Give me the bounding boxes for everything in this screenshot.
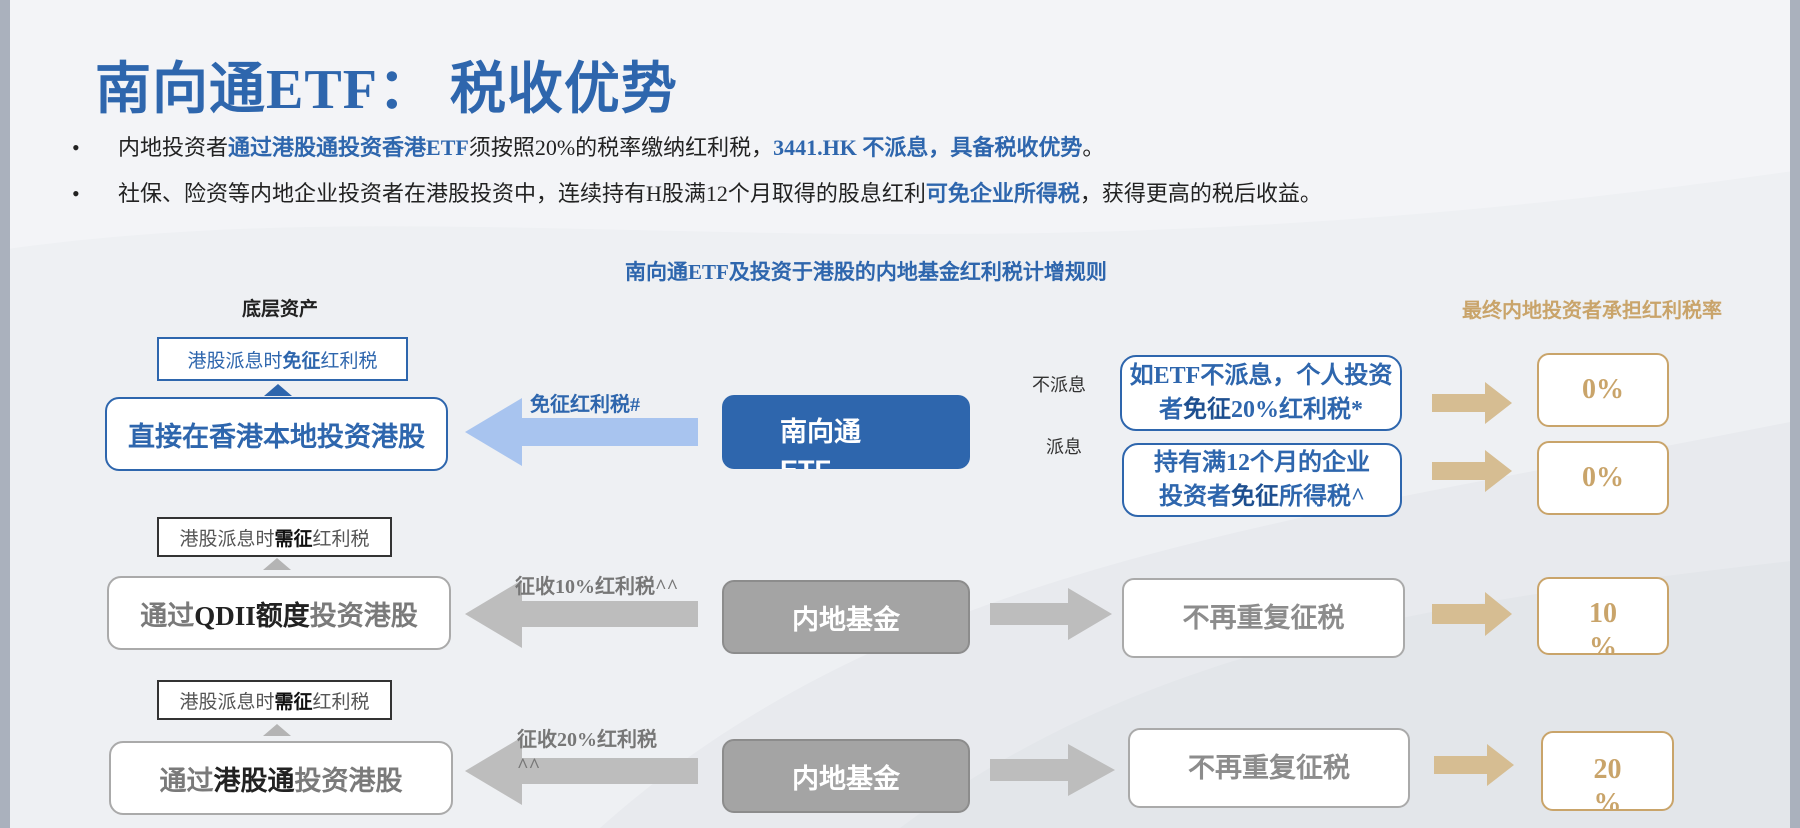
final-tax-rate-header: 最终内地投资者承担红利税率 — [1462, 300, 1722, 322]
label-text: 红利税 — [312, 691, 370, 713]
arrow-label-exempt: 免征红利税# — [530, 394, 640, 416]
bullet-highlight: 3441.HK 不派息，具备税收优势 — [773, 135, 1083, 160]
arrow-gold-1 — [1432, 382, 1512, 424]
arrow-left-gray-1 — [465, 580, 698, 648]
branch-line: 投资者免征所得税^ — [1154, 480, 1370, 514]
branch-text: 者 — [1159, 397, 1183, 423]
label-emphasis: 免征 — [282, 350, 321, 372]
southbound-etf-box: 南向通 ETF — [722, 395, 970, 469]
left-edge-bar — [0, 0, 10, 828]
branch-line: 持有满12个月的企业 — [1154, 450, 1370, 476]
source-hk-local: 直接在香港本地投资港股 — [105, 397, 448, 471]
label-emphasis: 需征 — [274, 691, 313, 713]
rate-box-etf-no-dividend: 0% — [1537, 353, 1669, 427]
arrow-right-gray-1 — [990, 588, 1112, 640]
label-taxable-dividend-2: 港股派息时需征红利税 — [157, 680, 392, 720]
branch-emphasis: 免征 — [1183, 397, 1231, 423]
label-text: 港股派息时 — [179, 691, 275, 713]
rate-box-stock-connect: 20% — [1541, 731, 1674, 811]
domestic-fund-box-2: 内地基金 — [722, 739, 970, 813]
arrow-gold-2 — [1432, 450, 1512, 492]
label-text: 港股派息时 — [179, 528, 275, 550]
source-text: 投资港股 — [309, 600, 418, 631]
underlying-asset-header: 底层资产 — [242, 299, 319, 320]
bullet-marker: • — [72, 135, 80, 160]
label-taxable-dividend-1: 港股派息时需征红利税 — [157, 517, 392, 557]
bullet-highlight: 可免企业所得税 — [925, 181, 1080, 206]
bullet-highlight: 通过港股通投资香港ETF — [228, 135, 469, 160]
source-text: 通过 — [159, 765, 214, 796]
branch-text: 所得税^ — [1279, 484, 1365, 510]
branch-emphasis: 免征 — [1231, 484, 1280, 510]
no-double-tax-box-1: 不再重复征税 — [1122, 578, 1405, 658]
label-exempt-dividend-tax: 港股派息时免征红利税 — [157, 337, 408, 381]
branch-text: 投资者 — [1159, 484, 1232, 510]
triangle-up-icon — [263, 724, 291, 736]
branch-result-individual-exempt: 如ETF不派息，个人投资 者免征20%红利税* — [1120, 355, 1402, 431]
label-text: 红利税 — [312, 528, 370, 550]
bullet-1: • 内地投资者通过港股通投资香港ETF须按照20%的税率缴纳红利税，3441.HK… — [72, 130, 1104, 162]
bullet-text: 。 — [1082, 135, 1105, 160]
bullet-text: 须按照20%的税率缴纳红利税， — [468, 135, 774, 160]
arrow-gold-3 — [1432, 592, 1512, 636]
source-stock-connect: 通过港股通投资港股 — [109, 741, 453, 815]
source-text: 投资港股 — [294, 765, 403, 796]
branch-line: 者免征20%红利税* — [1130, 393, 1393, 427]
bullet-text: ，获得更高的税后收益。 — [1079, 181, 1322, 206]
diagram-title: 南向通ETF及投资于港股的内地基金红利税计增规则 — [625, 260, 1107, 284]
branch-line: 如ETF不派息，个人投资 — [1129, 363, 1393, 389]
right-edge-bar — [1790, 0, 1800, 828]
source-text: 通过 — [140, 600, 195, 631]
source-emphasis: 港股通 — [213, 765, 295, 796]
source-emphasis: QDII额度 — [194, 600, 310, 631]
rate-unit: % — [1589, 632, 1617, 655]
arrow-label-20pct: 征收20%红利税 ^^ — [517, 727, 657, 779]
arrow-right-gray-2 — [990, 744, 1115, 796]
page-title: 南向通ETF： 税收优势 — [95, 59, 678, 121]
rate-value: 20 — [1593, 754, 1622, 785]
rate-unit: % — [1593, 788, 1622, 811]
domestic-fund-box-1: 内地基金 — [722, 580, 970, 654]
branch-text: 20%红利税* — [1231, 397, 1363, 423]
arrow-label-line: 征收20%红利税 — [517, 729, 657, 751]
arrow-left-blue — [465, 398, 698, 466]
bullet-2: • 社保、险资等内地企业投资者在港股投资中，连续持有H股满12个月取得的股息红利可… — [72, 176, 1322, 208]
arrow-label-10pct: 征收10%红利税^^ — [515, 576, 679, 598]
rate-box-etf-dividend: 0% — [1537, 441, 1669, 515]
rate-value: 10 — [1589, 598, 1617, 629]
arrow-gold-4 — [1434, 744, 1514, 786]
no-double-tax-box-2: 不再重复征税 — [1128, 728, 1410, 808]
branch-condition-dividend: 派息 — [1046, 437, 1082, 457]
triangle-up-icon — [264, 384, 292, 396]
arrow-left-gray-2 — [465, 737, 698, 805]
branch-condition-no-dividend: 不派息 — [1032, 375, 1086, 395]
label-text: 红利税 — [320, 350, 378, 372]
label-emphasis: 需征 — [274, 528, 313, 550]
bullet-text: 社保、险资等内地企业投资者在港股投资中，连续持有H股满12个月取得的股息红利 — [118, 181, 926, 206]
label-text: 港股派息时 — [187, 350, 283, 372]
bullet-text: 内地投资者 — [118, 135, 229, 160]
rate-box-qdii: 10% — [1537, 577, 1669, 655]
arrow-label-line: ^^ — [517, 755, 541, 777]
bullet-marker: • — [72, 181, 80, 206]
branch-result-corporate-exempt: 持有满12个月的企业 投资者免征所得税^ — [1122, 443, 1402, 517]
triangle-up-icon — [263, 558, 291, 570]
